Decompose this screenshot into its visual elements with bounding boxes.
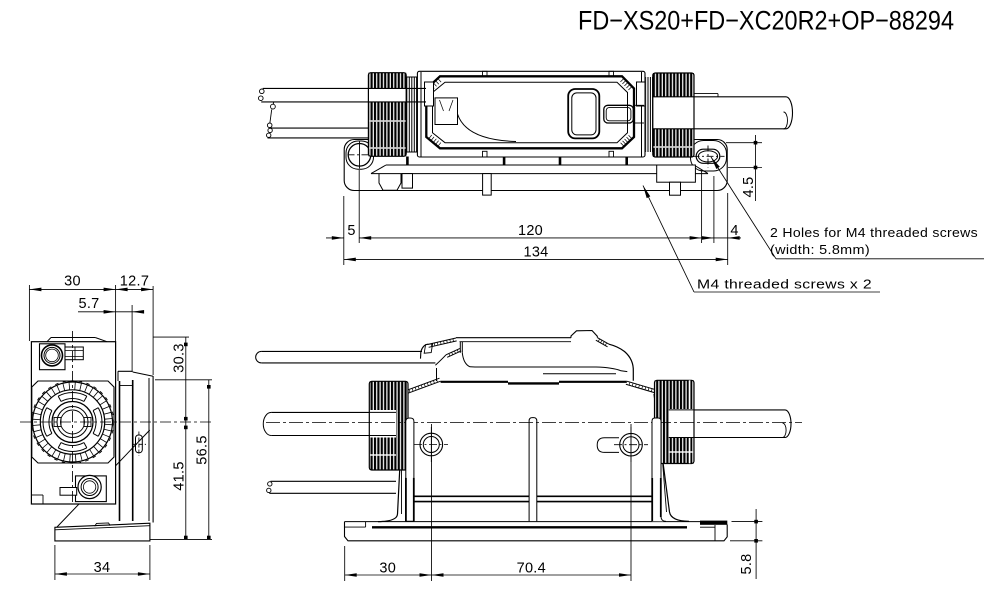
svg-text:5.7: 5.7 — [78, 296, 99, 312]
svg-text:4.5: 4.5 — [741, 176, 757, 197]
svg-text:41.5: 41.5 — [172, 461, 188, 490]
svg-text:30: 30 — [379, 561, 396, 577]
svg-text:134: 134 — [523, 245, 548, 261]
svg-text:M4 threaded screws x 2: M4 threaded screws x 2 — [697, 277, 872, 292]
svg-text:5: 5 — [347, 223, 355, 239]
svg-text:12.7: 12.7 — [120, 274, 149, 290]
svg-text:56.5: 56.5 — [195, 435, 211, 464]
svg-text:5.8: 5.8 — [739, 553, 755, 574]
svg-text:4: 4 — [730, 223, 738, 239]
svg-text:34: 34 — [94, 560, 111, 576]
svg-text:30: 30 — [64, 274, 81, 290]
svg-text:120: 120 — [518, 223, 543, 239]
svg-text:30.3: 30.3 — [172, 343, 188, 372]
svg-text:2 Holes for M4 threaded screws: 2 Holes for M4 threaded screws — [770, 225, 978, 240]
svg-text:(width: 5.8mm): (width: 5.8mm) — [770, 242, 870, 257]
svg-text:FD−XS20+FD−XC20R2+OP−88294: FD−XS20+FD−XC20R2+OP−88294 — [578, 6, 954, 36]
svg-text:70.4: 70.4 — [517, 561, 546, 577]
